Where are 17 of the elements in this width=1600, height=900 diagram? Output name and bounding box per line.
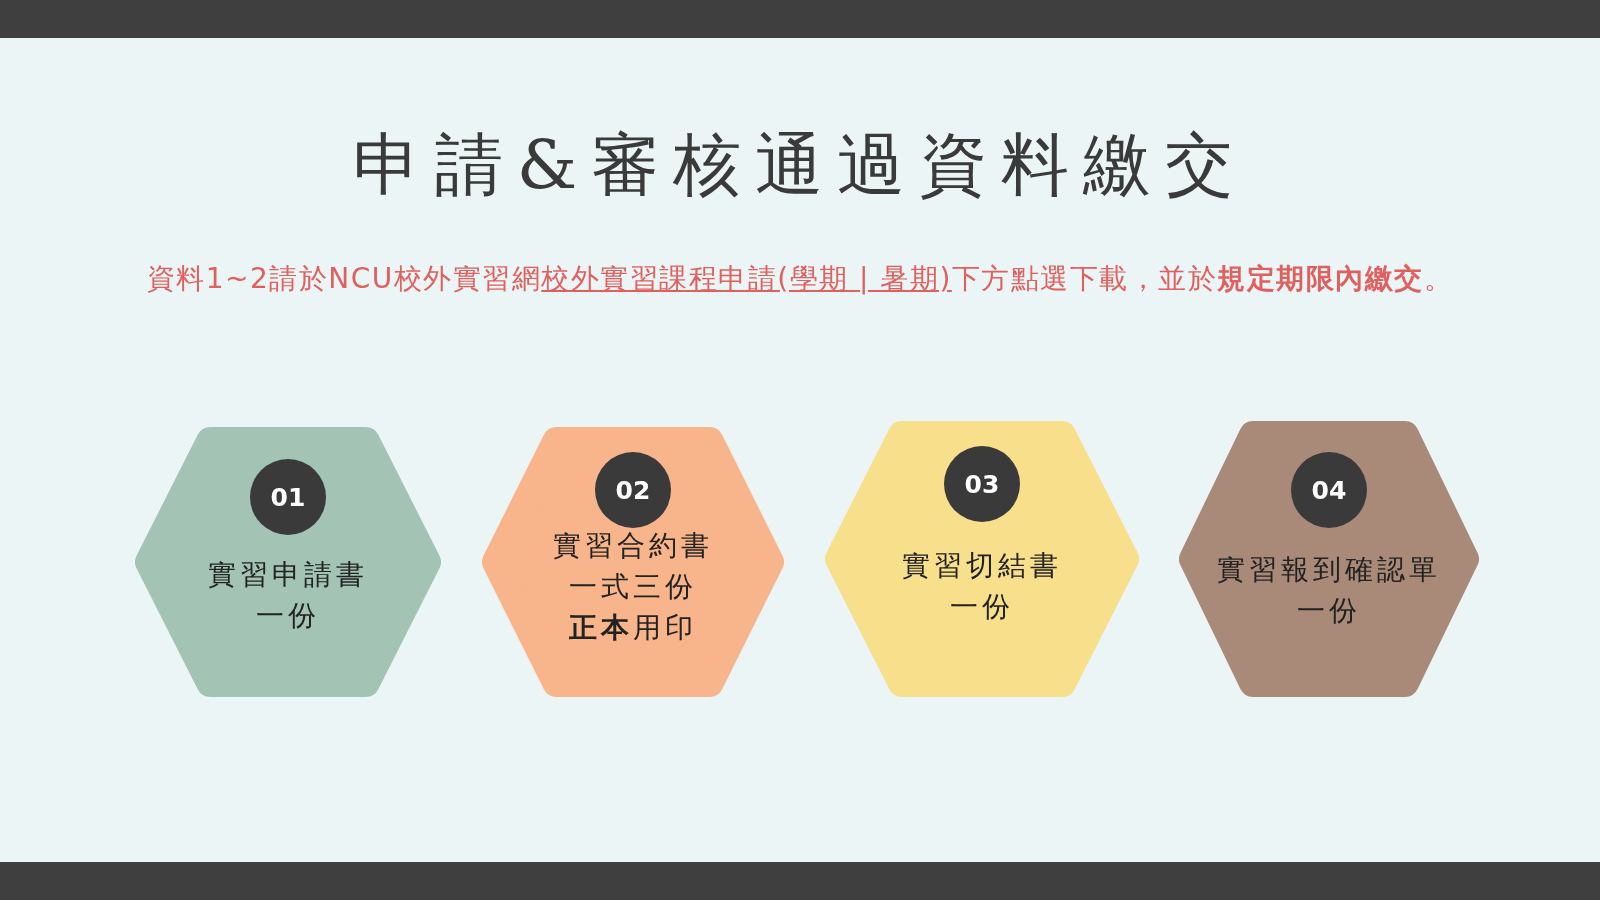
step-text: 實習報到確認單: [1217, 552, 1441, 588]
subtitle-text: 資料1~2請於NCU校外實習網: [146, 262, 542, 295]
step-text: 一式三份: [569, 569, 697, 605]
hexagon: [482, 427, 784, 697]
step-text: 一份: [950, 589, 1014, 625]
subtitle-text: 下方點選下載，並於規定期限內繳交。: [951, 262, 1454, 295]
step-text: 正本用印: [569, 610, 697, 646]
link: 校外實習課程申請(學期 | 暑期): [541, 262, 952, 295]
hexagon: [825, 421, 1139, 697]
step-text: 一份: [1297, 593, 1361, 629]
step-text: 實習申請書: [208, 557, 368, 593]
step-text: 實習合約書: [553, 528, 713, 564]
hexagon: [1179, 421, 1479, 697]
step-text: 一份: [256, 598, 320, 634]
title: 申請&審核通過資料繳交: [352, 125, 1248, 204]
step-text: 實習切結書: [902, 548, 1062, 584]
hexagon: [135, 427, 441, 697]
